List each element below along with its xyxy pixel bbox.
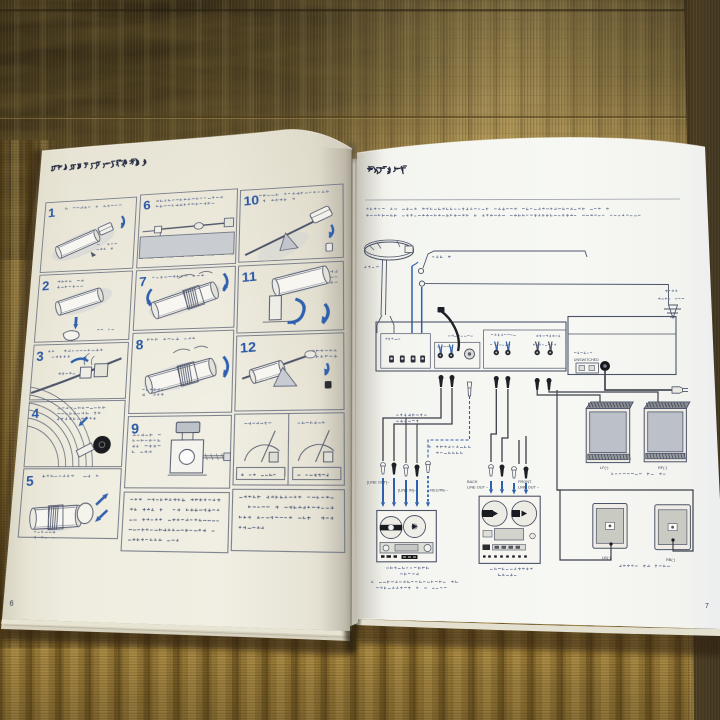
svg-text:7: 7 [139,275,147,290]
svg-text:2: 2 [42,279,50,294]
svg-text:9: 9 [131,421,139,437]
svg-text:3: 3 [36,349,44,364]
svg-text:·REC/PB·~: ·REC/PB·~ [429,488,449,493]
svg-text:BACK: BACK [467,479,478,484]
svg-text:5: 5 [26,474,35,490]
svg-text:12: 12 [240,340,257,356]
svg-text:11: 11 [242,269,258,285]
svg-text:LINE OUT ~: LINE OUT ~ [518,485,540,490]
svg-text:1: 1 [48,206,56,220]
svg-text:7: 7 [705,603,709,610]
svg-text:UNSWITCHED: UNSWITCHED [574,358,599,362]
svg-text:LINE OUT ~: LINE OUT ~ [467,485,489,490]
svg-text:RB(·): RB(·) [666,557,676,562]
svg-text:LF(·): LF(·) [600,465,609,470]
svg-text:[LINE IN]~: [LINE IN]~ [398,488,417,493]
svg-text:FRONT: FRONT [518,479,532,484]
svg-text:4: 4 [31,406,39,421]
svg-text:6: 6 [143,199,151,213]
svg-text:6: 6 [9,599,15,608]
svg-text:LB(·): LB(·) [602,555,611,560]
svg-text:[LINE OUT]~: [LINE OUT]~ [367,480,390,485]
svg-text:10: 10 [243,193,260,209]
svg-text:RF(·): RF(·) [658,465,668,470]
svg-text:8: 8 [136,338,144,353]
